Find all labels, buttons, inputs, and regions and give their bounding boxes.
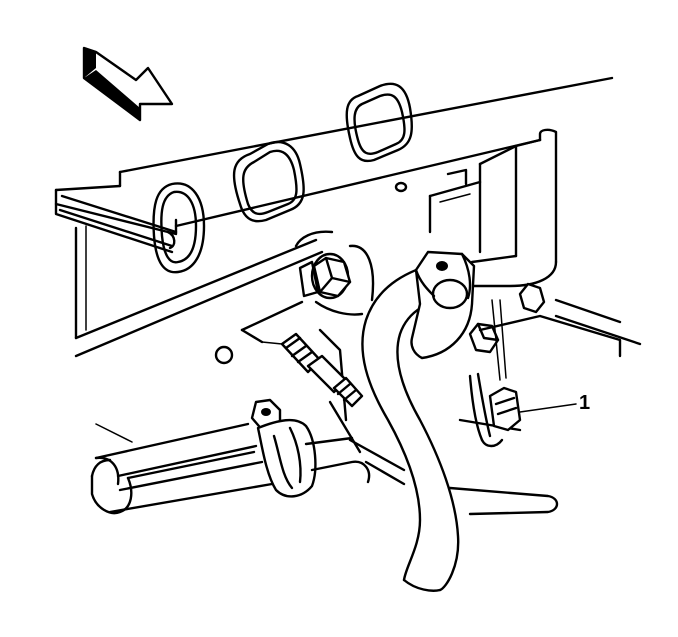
intake-manifold [54, 76, 614, 365]
sensor [261, 332, 364, 408]
hose-clamp-bracket [410, 250, 476, 360]
wiring-harness-connector [468, 299, 522, 448]
mounting-nut-left [312, 256, 352, 298]
callout-label-1: 1 [579, 392, 591, 414]
mounting-boss [240, 230, 375, 344]
lower-bracket [95, 298, 642, 516]
forward-direction-arrow-icon [82, 46, 174, 122]
lower-hose-clamp [250, 398, 317, 498]
lower-heater-hoses [90, 422, 371, 515]
callout-leader-line [519, 403, 577, 413]
mounting-nut-right [468, 282, 546, 354]
canister-housing [428, 128, 558, 288]
